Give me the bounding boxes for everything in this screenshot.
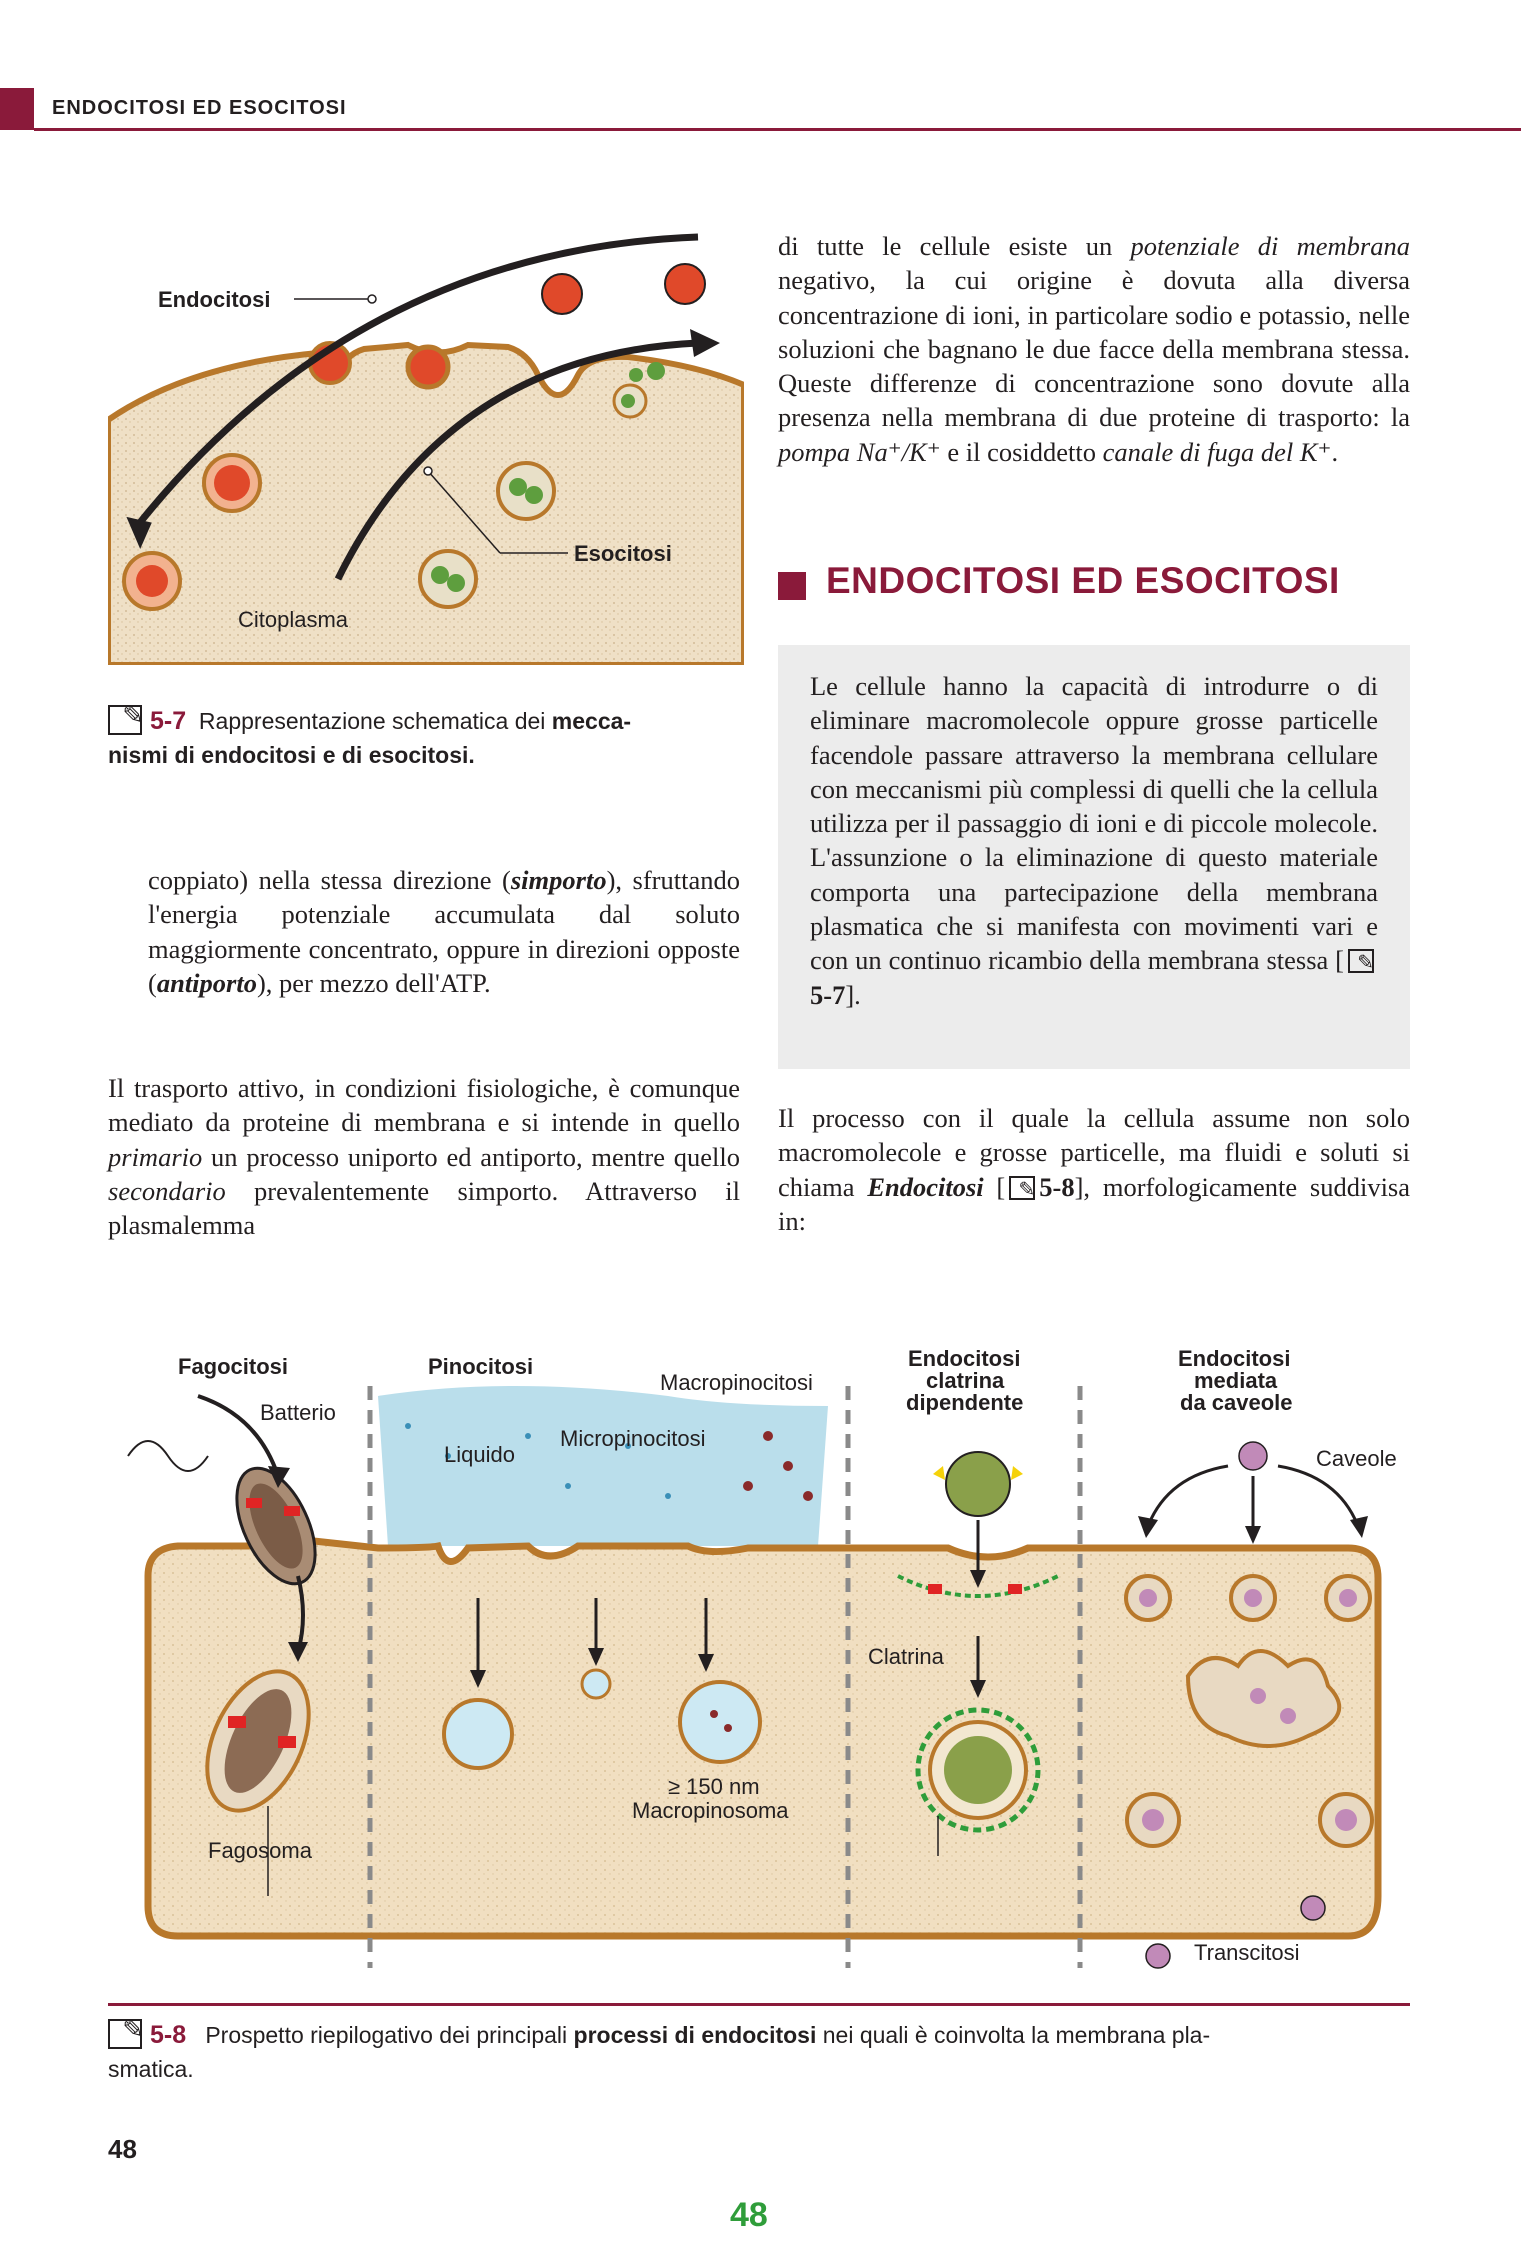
label-caveole: Caveole bbox=[1316, 1446, 1397, 1471]
label-macropinosoma: Macropinosoma bbox=[632, 1798, 789, 1823]
label-liquido: Liquido bbox=[444, 1442, 515, 1467]
right-paragraph-1: di tutte le cellule esiste un potenziale… bbox=[778, 231, 1410, 467]
summary-box-text: Le cellule hanno la capacità di introdur… bbox=[810, 669, 1378, 1012]
figure-ref-icon bbox=[1348, 945, 1374, 980]
caveolar-ligand bbox=[1238, 1441, 1268, 1471]
endosome bbox=[136, 565, 168, 597]
label-size: ≥ 150 nm bbox=[668, 1774, 760, 1799]
header-caveole-1: Endocitosi bbox=[1178, 1346, 1290, 1371]
right-paragraph-2: Il processo con il quale la cellula assu… bbox=[778, 1101, 1410, 1238]
label-fagosoma: Fagosoma bbox=[208, 1838, 313, 1863]
figure-5-8-illustration: Fagocitosi Pinocitosi Endocitosi clatrin… bbox=[127, 1346, 1397, 1969]
section-marker bbox=[778, 572, 806, 600]
vesicle-pit bbox=[405, 344, 451, 390]
cell-body bbox=[144, 1532, 1382, 1940]
header-clatrina-1: Endocitosi bbox=[908, 1346, 1020, 1371]
label-batterio: Batterio bbox=[260, 1400, 336, 1425]
clathrin-coat bbox=[915, 1707, 1041, 1833]
section-title: ENDOCITOSI ED ESOCITOSI bbox=[826, 560, 1340, 601]
cytoplasm-area bbox=[108, 341, 744, 665]
header-clatrina-2: clatrina bbox=[926, 1368, 1005, 1393]
figure-ref-icon bbox=[108, 699, 144, 735]
header-clatrina-3: dipendente bbox=[906, 1390, 1023, 1415]
running-title: ENDOCITOSI ED ESOCITOSI bbox=[52, 97, 347, 119]
extracellular-fluid bbox=[378, 1386, 828, 1546]
figure-5-7-illustration: Endocitosi Esocitosi Citoplasma bbox=[108, 233, 744, 665]
micropinocytic-vesicle bbox=[580, 1668, 612, 1700]
label-citoplasma: Citoplasma bbox=[238, 607, 349, 632]
header-pinocitosi: Pinocitosi bbox=[428, 1354, 533, 1379]
pinocytic-vesicle bbox=[442, 1698, 514, 1770]
figure-5-8-caption: 5-8 Prospetto riepilogativo dei principa… bbox=[108, 2013, 1410, 2086]
particle-outside bbox=[541, 273, 583, 315]
header-fagocitosi: Fagocitosi bbox=[178, 1354, 288, 1379]
figure-ref-icon bbox=[1009, 1172, 1036, 1206]
figure-ref-icon bbox=[108, 2013, 144, 2049]
header-accent-block bbox=[0, 88, 34, 130]
label-esocitosi: Esocitosi bbox=[574, 541, 672, 566]
macropinosoma bbox=[678, 1680, 762, 1764]
label-micropinocitosi: Micropinocitosi bbox=[560, 1426, 706, 1451]
label-transcitosi: Transcitosi bbox=[1194, 1940, 1300, 1965]
page-number: 48 bbox=[108, 2134, 137, 2164]
particle-outside bbox=[664, 263, 706, 305]
header-rule bbox=[34, 128, 1521, 131]
endosome bbox=[214, 465, 250, 501]
clathrin-ligand bbox=[945, 1451, 1011, 1517]
left-paragraph-2: Il trasporto attivo, in condizioni fisio… bbox=[108, 1073, 740, 1241]
label-macropinocitosi: Macropinocitosi bbox=[660, 1370, 813, 1395]
figure-5-7-caption: 5-7 Rappresentazione schematica dei mecc… bbox=[108, 699, 744, 772]
label-clatrina: Clatrina bbox=[868, 1644, 945, 1669]
page-number-center: 48 bbox=[730, 2196, 768, 2234]
caption-rule bbox=[108, 2003, 1410, 2006]
header-caveole-2: mediata bbox=[1194, 1368, 1278, 1393]
summary-box bbox=[778, 645, 1410, 1069]
transcytosed-ligand bbox=[1145, 1943, 1171, 1969]
left-indent-paragraph: coppiato) nella stessa direzione (simpor… bbox=[148, 865, 740, 998]
header-caveole-3: da caveole bbox=[1180, 1390, 1293, 1415]
label-endocitosi: Endocitosi bbox=[158, 287, 270, 312]
